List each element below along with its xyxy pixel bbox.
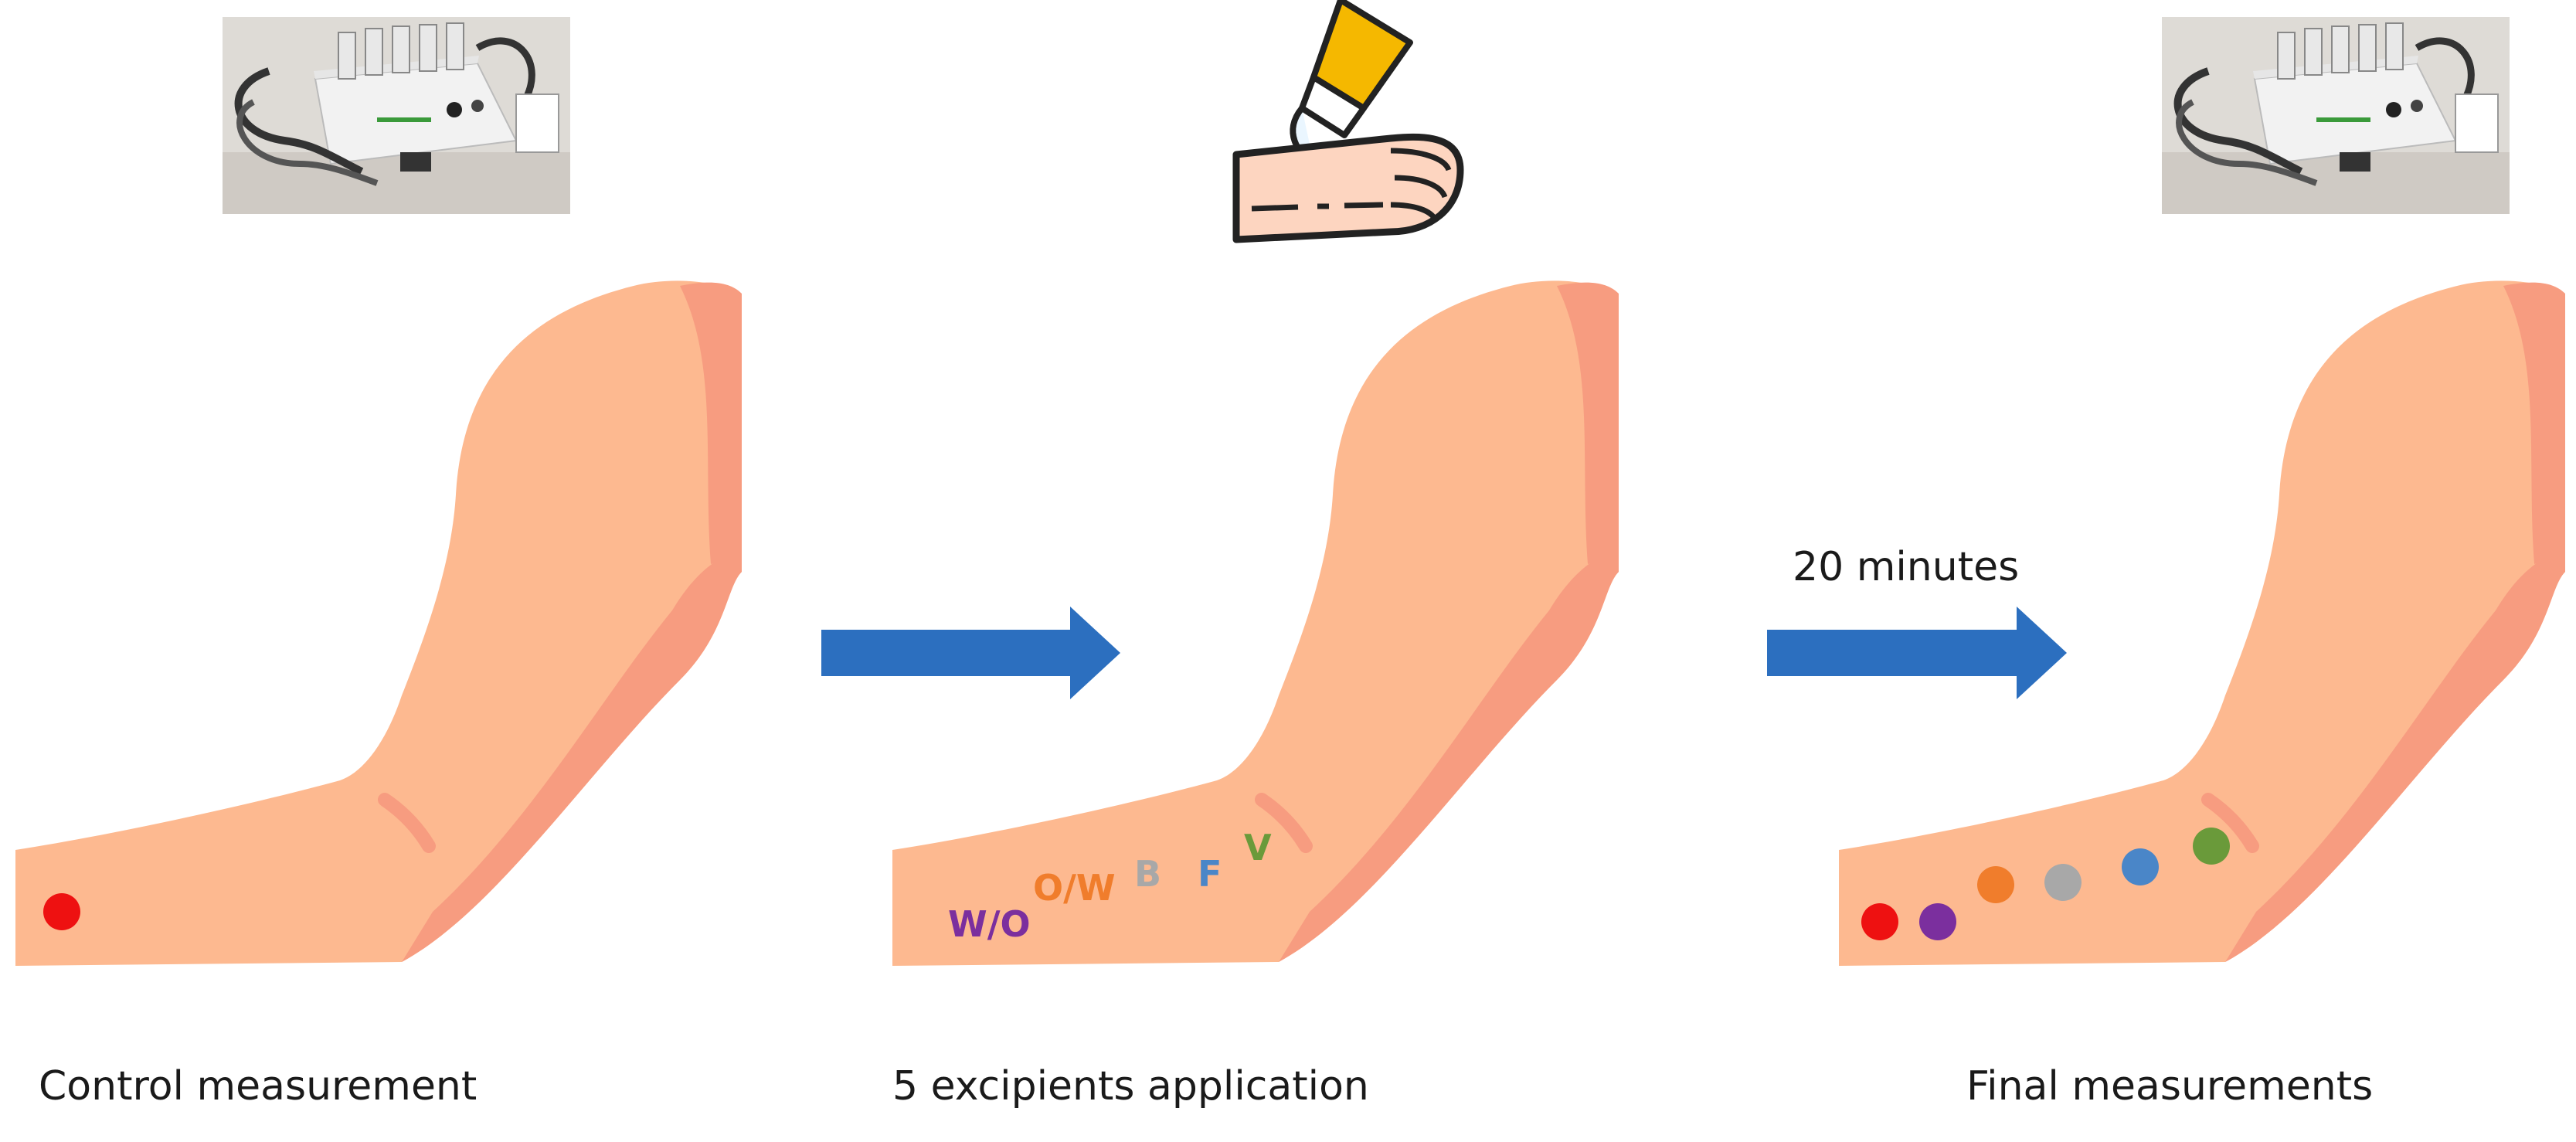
arm-icon xyxy=(1839,280,2565,966)
arrow-caption: 20 minutes xyxy=(1793,544,2020,590)
control-measurement-spot xyxy=(43,893,80,930)
measurement-device-icon xyxy=(2162,17,2510,214)
measurement-device-icon xyxy=(223,17,570,214)
final-measurement-spot xyxy=(2044,864,2082,901)
arm-icon xyxy=(15,280,742,966)
excipient-label-f: F xyxy=(1198,853,1222,895)
step-label-control: Control measurement xyxy=(39,1063,477,1110)
excipient-label-v: V xyxy=(1244,827,1272,868)
process-arrow xyxy=(821,607,1120,699)
final-measurement-spot xyxy=(1919,903,1956,940)
excipient-label-wo: W/O xyxy=(948,903,1031,945)
final-measurement-spot xyxy=(2122,848,2159,885)
step-label-final: Final measurements xyxy=(1966,1063,2374,1110)
final-measurement-spot-control xyxy=(1861,903,1898,940)
final-measurement-spot xyxy=(2193,828,2230,865)
process-arrow xyxy=(1767,607,2067,699)
step-label-application: 5 excipients application xyxy=(892,1063,1369,1110)
excipient-label-ow: O/W xyxy=(1033,867,1116,909)
cream-application-icon xyxy=(1232,0,1464,243)
final-measurement-spot xyxy=(1977,866,2014,903)
excipient-label-b: B xyxy=(1134,853,1161,895)
